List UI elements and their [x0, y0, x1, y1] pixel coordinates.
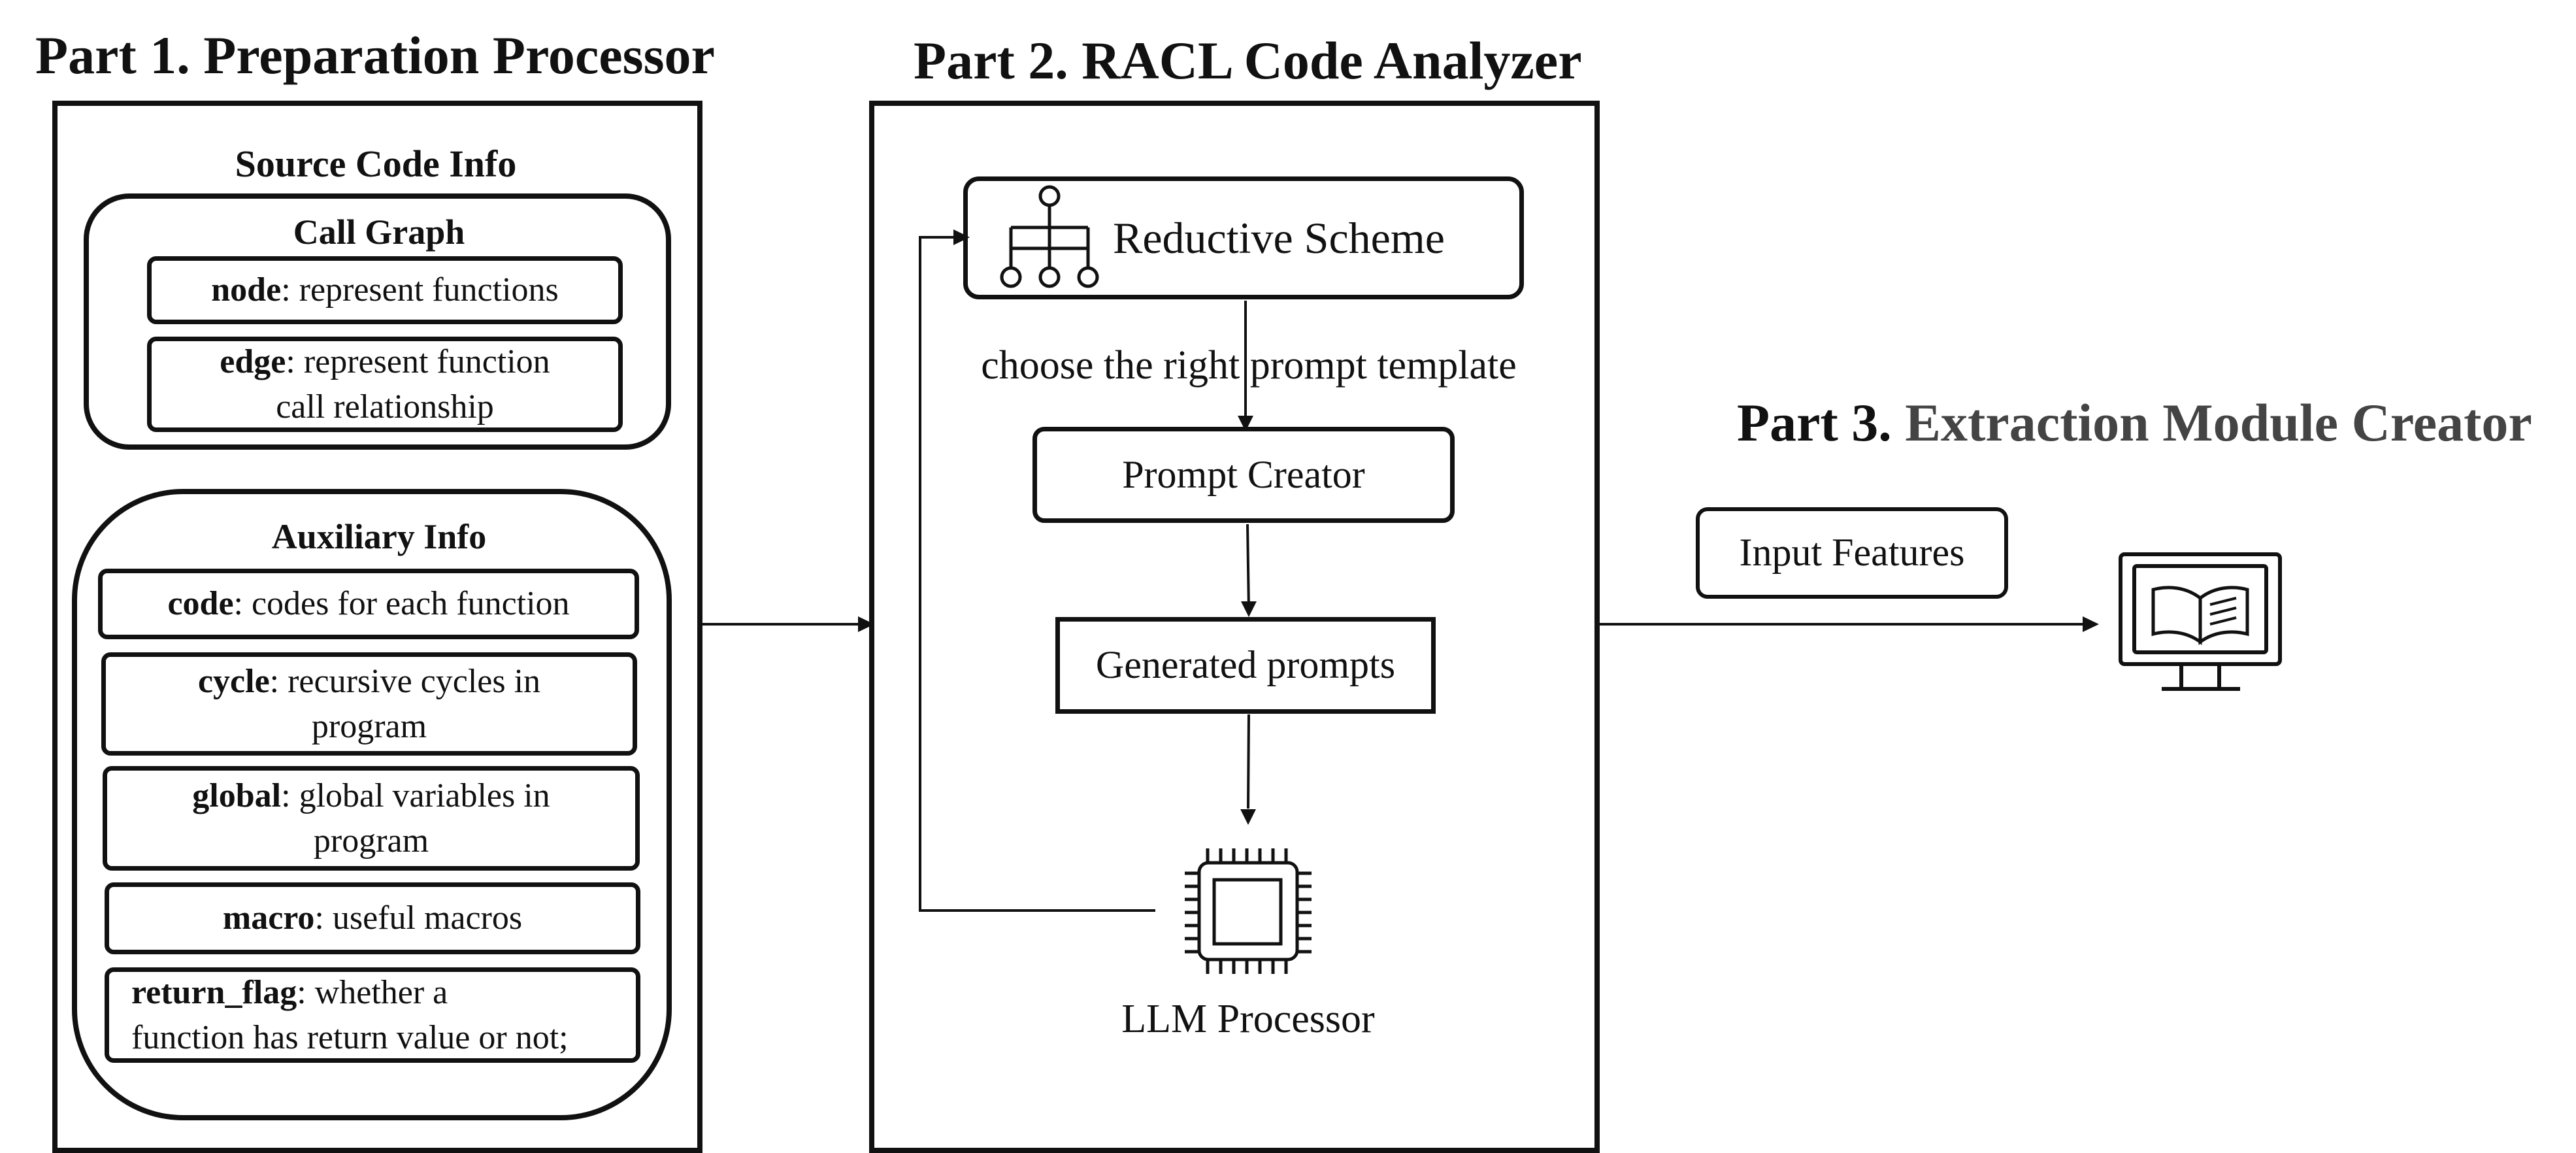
source-code-info-heading: Source Code Info — [235, 142, 517, 185]
global-definition-box: global: global variables in program — [103, 766, 640, 871]
reductive-scheme-box: Reductive Scheme — [963, 176, 1524, 299]
part3-title-rest: Extraction Module Creator — [1905, 393, 2532, 452]
edge-definition-box: edge: represent function call relationshi… — [147, 337, 623, 432]
part3-title-prefix: Part 3. — [1737, 393, 1906, 452]
arrowhead-part3-input — [2083, 616, 2099, 632]
generated-prompts-box: Generated prompts — [1055, 617, 1436, 714]
edge-term: edge — [220, 343, 286, 380]
auxiliary-info-group — [72, 489, 672, 1120]
code-definition-box: code: codes for each function — [98, 569, 639, 639]
edge-desc: : represent function — [286, 343, 550, 380]
arrowhead-prompt-creator — [1238, 416, 1253, 431]
macro-term: macro — [222, 899, 315, 937]
code-desc: : codes for each function — [233, 585, 570, 623]
cycle-definition-box: cycle: recursive cycles in program — [101, 652, 637, 756]
arrowhead-generated — [1241, 601, 1257, 617]
return-flag-desc-line2: function has return value or not; — [131, 1019, 569, 1056]
call-graph-heading: Call Graph — [293, 212, 465, 252]
node-definition-box: node: represent functions — [147, 256, 623, 324]
input-features-label: Input Features — [1739, 531, 1965, 575]
part3-title: Part 3. Extraction Module Creator — [1737, 396, 2532, 450]
return-flag-term: return_flag — [131, 973, 297, 1011]
arrow-generated-to-llm — [1247, 714, 1250, 809]
node-desc: : represent functions — [281, 271, 559, 309]
global-desc-line2: program — [313, 822, 429, 860]
hierarchy-icon — [1000, 185, 1099, 288]
call-graph-group — [84, 193, 671, 450]
prompt-creator-label: Prompt Creator — [1122, 452, 1365, 496]
arrow-prompt-creator-to-generated — [1246, 524, 1250, 610]
part2-title: Part 2. RACL Code Analyzer — [914, 31, 1582, 90]
return-flag-desc: : whether a — [297, 973, 448, 1011]
arrowhead-llm — [1240, 809, 1256, 825]
cpu-chip-icon — [1185, 848, 1312, 974]
part1-title: Part 1. Preparation Processor — [35, 25, 715, 85]
arrowhead-reductive — [953, 229, 970, 245]
node-term: node — [211, 271, 282, 309]
global-desc: : global variables in — [281, 777, 550, 814]
return-flag-definition-box: return_flag: whether a function has retur… — [105, 967, 640, 1063]
reductive-scheme-label: Reductive Scheme — [1113, 212, 1445, 263]
feedback-loop-line — [919, 236, 1155, 912]
code-term: code — [167, 585, 234, 623]
cycle-desc-line2: program — [311, 708, 427, 745]
generated-prompts-label: Generated prompts — [1095, 643, 1396, 687]
cycle-desc: : recursive cycles in — [269, 662, 541, 700]
auxiliary-info-heading: Auxiliary Info — [271, 517, 487, 556]
prompt-creator-box: Prompt Creator — [1032, 427, 1455, 523]
edge-desc-line2: call relationship — [276, 388, 494, 426]
macro-definition-box: macro: useful macros — [105, 882, 640, 954]
choose-template-label: choose the right prompt template — [981, 343, 1517, 388]
cycle-term: cycle — [197, 662, 270, 700]
input-features-box: Input Features — [1696, 507, 2008, 599]
arrowhead-part2-input — [858, 616, 874, 632]
macro-desc: : useful macros — [314, 899, 523, 937]
global-term: global — [192, 777, 282, 814]
llm-processor-label: LLM Processor — [1121, 997, 1375, 1041]
monitor-book-icon — [2119, 552, 2282, 691]
